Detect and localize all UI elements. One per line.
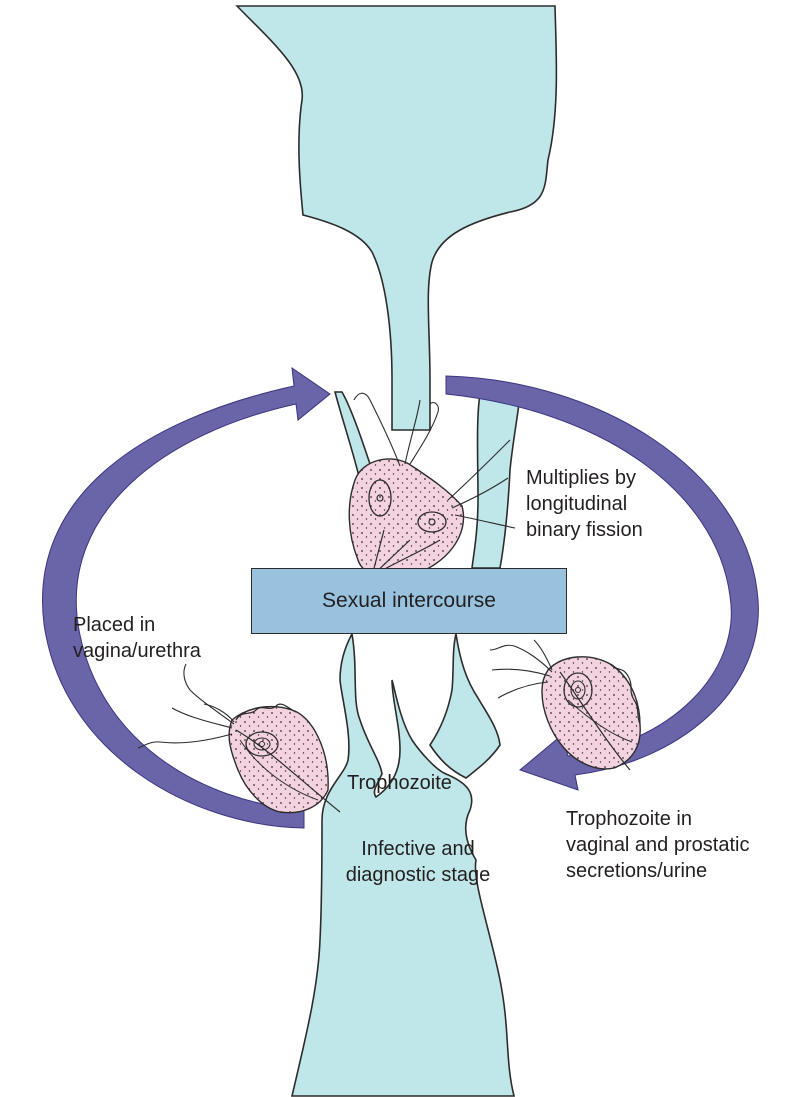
right-urethral-channel [472,394,520,568]
infective-stage-label: Infective and diagnostic stage [330,836,506,888]
trophozoite-label: Trophozoite [347,770,452,796]
sexual-intercourse-label: Sexual intercourse [322,588,496,614]
placed-in-label: Placed in vagina/urethra [73,612,201,664]
lower-tract-inner-lobe [430,634,500,778]
upper-genital-tract [237,6,556,430]
sexual-intercourse-box: Sexual intercourse [251,568,567,634]
multiplies-label: Multiplies by longitudinal binary fissio… [526,465,643,543]
secretions-label: Trophozoite in vaginal and prostatic sec… [566,806,749,884]
